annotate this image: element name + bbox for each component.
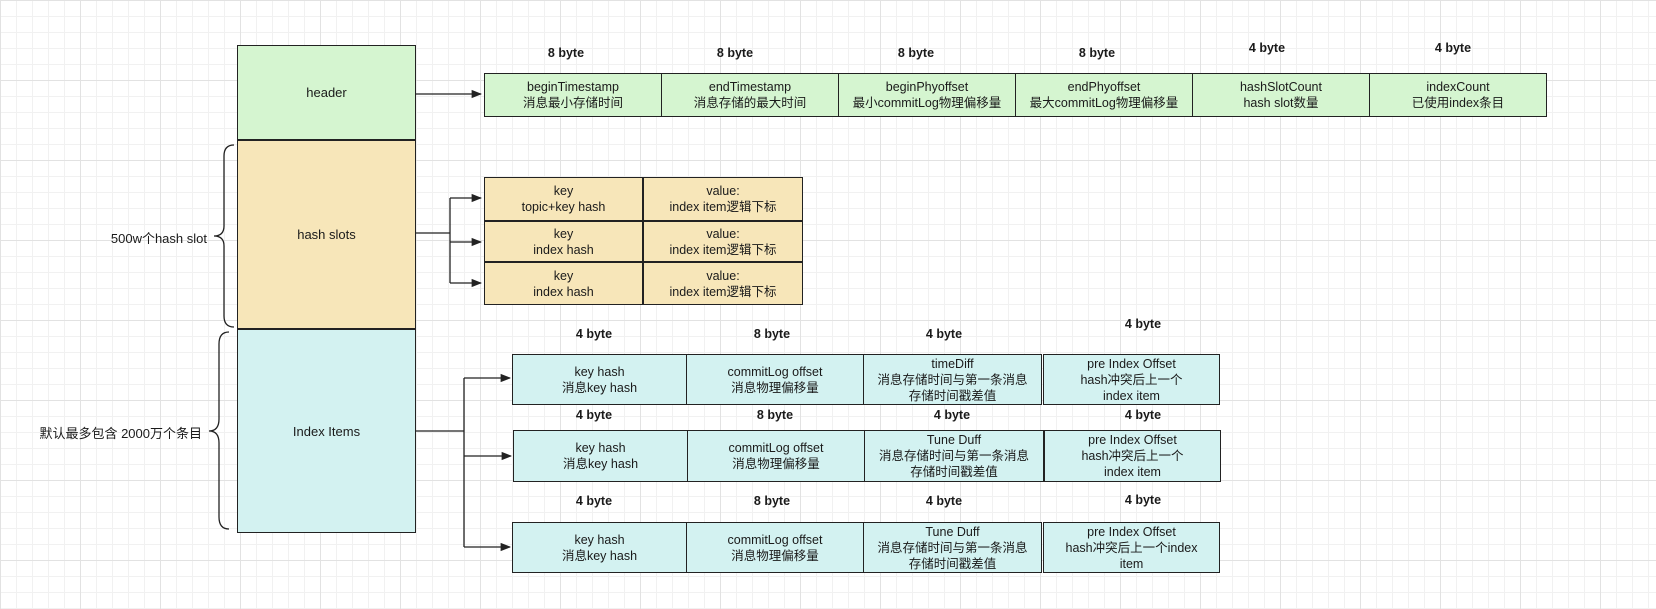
header-field-size: 4 byte	[1248, 41, 1286, 55]
index-field-size: 4 byte	[575, 494, 613, 508]
header-field-size: 4 byte	[1434, 41, 1472, 55]
index-field-size: 8 byte	[753, 494, 791, 508]
slots-count-label: 500w个hash slot	[110, 231, 207, 246]
index-field-size: 4 byte	[925, 327, 963, 341]
index-connector	[416, 373, 513, 552]
slot-value-cell: value:index item逻辑下标	[643, 221, 803, 262]
index-items-block-label: Index Items	[292, 423, 361, 439]
index-field-size: 4 byte	[575, 408, 613, 422]
index-field-size: 4 byte	[1124, 317, 1162, 331]
header-block-label: header	[306, 85, 347, 100]
index-field-size: 4 byte	[925, 494, 963, 508]
index-field-size: 4 byte	[575, 327, 613, 341]
index-field-size: 4 byte	[933, 408, 971, 422]
index-items-block: Index Items	[237, 329, 416, 533]
index-field-size: 8 byte	[756, 408, 794, 422]
slot-value-cell: value:index item逻辑下标	[643, 177, 803, 221]
header-field-size: 8 byte	[1078, 46, 1116, 60]
hash-slots-block: hash slots	[237, 140, 416, 329]
index-field-size: 4 byte	[1124, 408, 1162, 422]
header-block: header	[237, 45, 416, 140]
index-field-size: 8 byte	[753, 327, 791, 341]
slot-value-cell: value:index item逻辑下标	[643, 262, 803, 305]
slots-brace	[213, 144, 235, 328]
slots-connector	[416, 193, 483, 288]
header-field-size: 8 byte	[897, 46, 935, 60]
header-field-size: 8 byte	[547, 46, 585, 60]
hash-slots-block-label: hash slots	[297, 227, 356, 242]
items-brace	[208, 331, 230, 530]
header-field-size: 8 byte	[716, 46, 754, 60]
items-count-label: 默认最多包含 2000万个条目	[39, 426, 202, 441]
index-field-size: 4 byte	[1124, 493, 1162, 507]
